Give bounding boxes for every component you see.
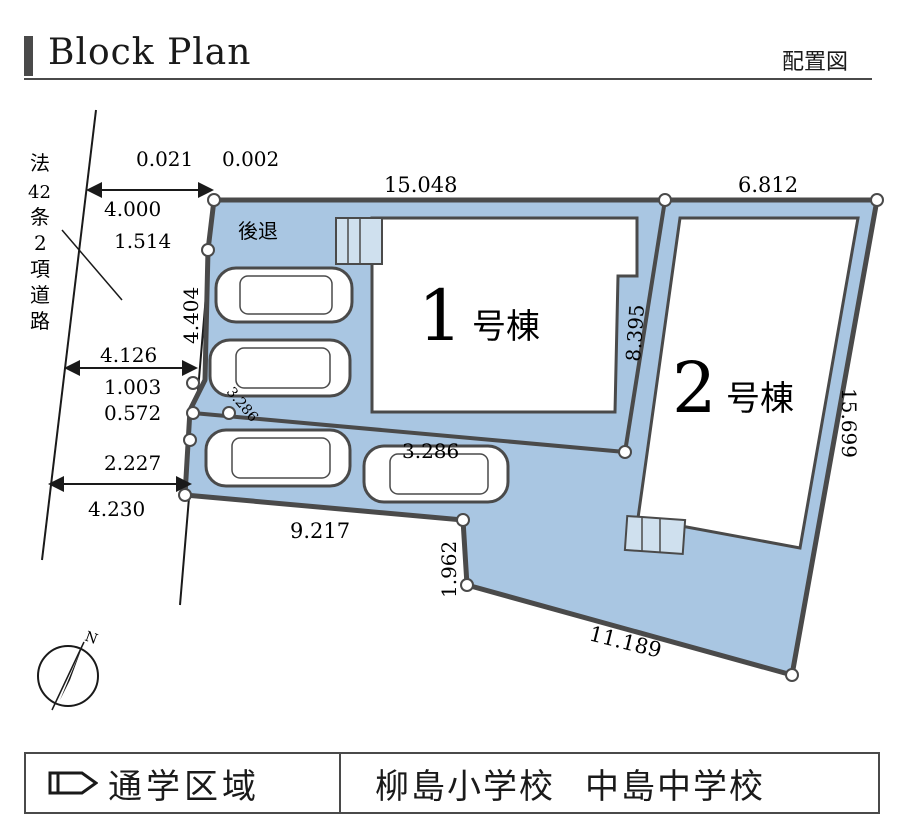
dim-6812: 6.812 xyxy=(738,173,798,197)
building-2 xyxy=(636,216,860,550)
parking-car xyxy=(204,428,352,488)
building-1 xyxy=(370,216,639,414)
dim-1962: 1.962 xyxy=(437,541,461,598)
dim-0572: 0.572 xyxy=(104,401,161,425)
dim-9217: 9.217 xyxy=(290,519,350,543)
building-1-number: 1 xyxy=(418,275,463,357)
pencil-icon xyxy=(48,771,98,795)
header-rule xyxy=(24,78,872,80)
road-centerline xyxy=(61,229,123,301)
north-arrow-icon xyxy=(37,641,99,711)
road-label-1: 42 xyxy=(28,182,51,203)
setback-label: 後退 xyxy=(238,219,278,243)
dim-4000: 4.000 xyxy=(104,197,161,221)
site-plan: 法 42 条 2 項 道 路 0.021 0.002 15.048 6.812 … xyxy=(28,109,884,711)
north-label: N xyxy=(83,629,100,648)
dim-4230: 4.230 xyxy=(88,497,145,521)
road-label-3: 2 xyxy=(34,231,47,255)
building-2-number: 2 xyxy=(672,347,717,429)
road-edge-line xyxy=(41,109,97,561)
dim-8395: 8.395 xyxy=(621,304,649,363)
header-bar xyxy=(24,36,33,76)
road-label-5: 道 xyxy=(30,283,50,307)
road-label-0: 法 xyxy=(30,151,50,175)
school-district-table: 通学区域 柳島小学校 中島中学校 xyxy=(24,752,880,814)
dim-1514: 1.514 xyxy=(114,229,171,253)
boundary-points xyxy=(178,193,884,682)
header: Block Plan 配置図 xyxy=(24,28,872,80)
elementary-school: 柳島小学校 xyxy=(375,766,555,807)
school-district-label-cell: 通学区域 xyxy=(26,754,341,812)
parking-car xyxy=(214,266,354,324)
road-label-4: 項 xyxy=(30,257,50,281)
dim-2227: 2.227 xyxy=(104,451,161,475)
dim-0002: 0.002 xyxy=(222,147,279,171)
dim-1003: 1.003 xyxy=(104,375,161,399)
road-label-6: 路 xyxy=(30,309,50,333)
page-title-jp: 配置図 xyxy=(781,50,848,75)
dimension-arrows xyxy=(48,182,214,492)
entrance-steps-1 xyxy=(335,217,383,265)
building-1-suffix: 号棟 xyxy=(472,307,540,347)
lot-divider-2 xyxy=(192,411,626,454)
dim-3286: 3.286 xyxy=(402,439,459,463)
lot-divider-1 xyxy=(623,199,667,453)
junior-high-school: 中島中学校 xyxy=(585,766,765,807)
dim-15048: 15.048 xyxy=(384,173,457,197)
page-title: Block Plan xyxy=(48,32,252,73)
building-2-suffix: 号棟 xyxy=(726,379,794,419)
dim-0021: 0.021 xyxy=(136,147,193,171)
dim-4126: 4.126 xyxy=(100,343,157,367)
entrance-steps-2 xyxy=(623,514,687,556)
school-district-label: 通学区域 xyxy=(108,766,260,807)
school-names-cell: 柳島小学校 中島中学校 xyxy=(341,759,878,808)
parking-car xyxy=(362,444,510,504)
dim-4404: 4.404 xyxy=(179,287,203,344)
road-label-2: 条 xyxy=(30,205,50,229)
parking-car xyxy=(208,338,352,398)
dim-15699: 15.699 xyxy=(837,388,861,458)
